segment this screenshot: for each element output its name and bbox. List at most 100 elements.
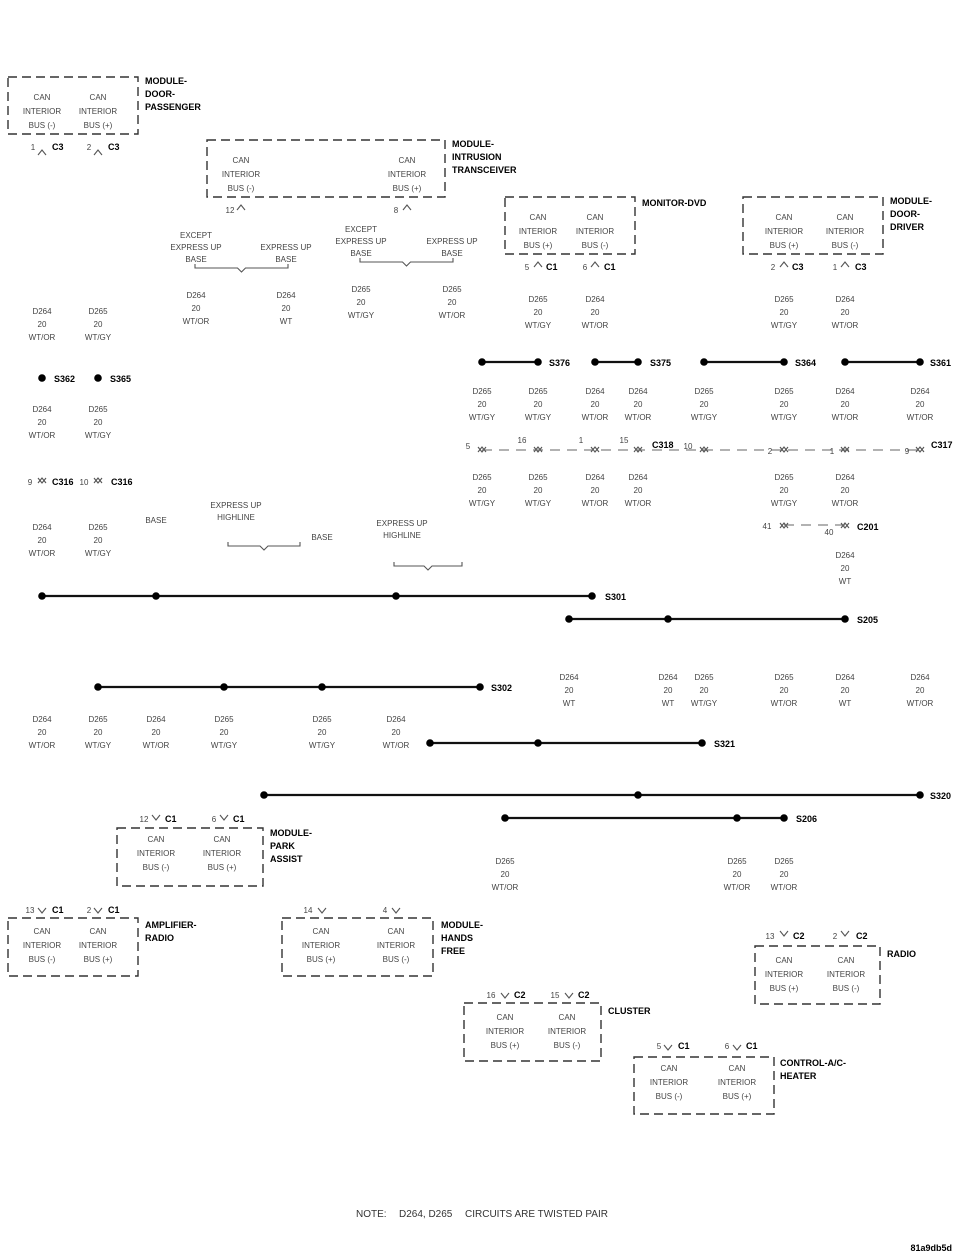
wire-label: WT/OR [771,883,798,892]
option-brace [393,562,463,571]
connector-terminal [779,930,789,937]
pin-label: CAN [837,213,854,222]
connector-terminal [663,1044,673,1051]
wire-label: WT/GY [348,311,375,320]
module-name: RADIO [887,949,916,959]
pin-label: CAN [497,1013,514,1022]
pin-label: CAN [661,1064,678,1073]
wire-label: 20 [591,308,600,317]
wire-label: 20 [780,308,789,317]
wire-label: WT/GY [85,549,112,558]
connector-label: C1 [546,262,558,272]
connector-terminal [590,261,600,268]
wire-label: D265 [528,387,548,396]
connector-terminal [236,204,246,211]
splice-node [534,739,542,747]
pin-label: BUS (-) [833,984,860,993]
connector-terminal [779,261,789,268]
splice-label: S205 [857,615,878,625]
module-name: MODULE- [452,139,494,149]
wire-label: 20 [38,320,47,329]
wire-label: WT/OR [492,883,519,892]
module-box [504,196,636,255]
option-label: EXPRESS UP [260,243,311,252]
pin-label: BUS (+) [524,241,553,250]
pin-label: BUS (+) [84,121,113,130]
wire-label: D264 [146,715,166,724]
wire-label: 20 [780,686,789,695]
wire-label: 20 [192,304,201,313]
wire-label: D264 [276,291,296,300]
module-name: RADIO [145,933,174,943]
option-label: EXPRESS UP [210,501,261,510]
connector-terminal [477,446,487,453]
pin-number: 9 [28,478,33,487]
wire-label: WT [280,317,293,326]
pin-number: 6 [725,1042,730,1051]
pin-label: INTERIOR [388,170,426,179]
connector-label: C3 [792,262,804,272]
connector-terminal [317,907,327,914]
wire-label: WT/GY [771,413,798,422]
pin-label: BUS (-) [143,863,170,872]
module-name: HEATER [780,1071,817,1081]
wire-label: D264 [585,295,605,304]
option-label: EXPRESS UP [335,237,386,246]
connector-label: C2 [578,990,590,1000]
pin-number: 1 [31,143,36,152]
pin-label: BUS (-) [582,241,609,250]
wire-label: 20 [357,298,366,307]
splice-node [152,592,160,600]
wire-label: WT/OR [907,699,934,708]
wire-label: D265 [312,715,332,724]
wire-label: 20 [94,320,103,329]
module-box [754,945,881,1005]
wire-label: WT/GY [469,413,496,422]
splice-node [476,683,484,691]
module-name: DRIVER [890,222,925,232]
pin-number: 10 [80,478,89,487]
wire-label: D265 [774,857,794,866]
pin-label: INTERIOR [576,227,614,236]
wire-label: 20 [733,870,742,879]
splice-node [916,358,924,366]
pin-label: CAN [214,835,231,844]
connector-terminal [93,907,103,914]
wire-label: 20 [780,486,789,495]
wire-label: WT/GY [211,741,238,750]
pin-label: INTERIOR [203,849,241,858]
wire-label: 20 [591,400,600,409]
wire-label: WT [839,577,852,586]
wire-label: 20 [392,728,401,737]
connector-terminal [533,261,543,268]
pin-label: CAN [838,956,855,965]
wire-label: WT/GY [771,499,798,508]
wire-label: D265 [472,387,492,396]
note-circuits: D264, D265 [399,1209,453,1220]
splice-node [841,615,849,623]
pin-label: INTERIOR [486,1027,524,1036]
wire-label: D265 [774,295,794,304]
pin-number: 10 [684,442,693,451]
wire-label: 20 [780,400,789,409]
wire-label: WT/GY [469,499,496,508]
option-label: EXPRESS UP [376,519,427,528]
splice-label: S302 [491,683,512,693]
pin-number: 41 [763,522,772,531]
pin-number: 8 [394,206,399,215]
wire-label: D264 [32,405,52,414]
wire-label: WT/OR [582,321,609,330]
pin-label: INTERIOR [826,227,864,236]
pin-label: CAN [530,213,547,222]
connector-label: C1 [52,905,64,915]
pin-label: INTERIOR [23,941,61,950]
wire-label: 20 [700,400,709,409]
connector-terminal [779,446,789,453]
pin-label: BUS (-) [832,241,859,250]
module-name: MODULE- [145,76,187,86]
wire-label: D265 [774,387,794,396]
connector-terminal [840,522,850,529]
splice-label: S375 [650,358,671,368]
wire-label: 20 [700,686,709,695]
